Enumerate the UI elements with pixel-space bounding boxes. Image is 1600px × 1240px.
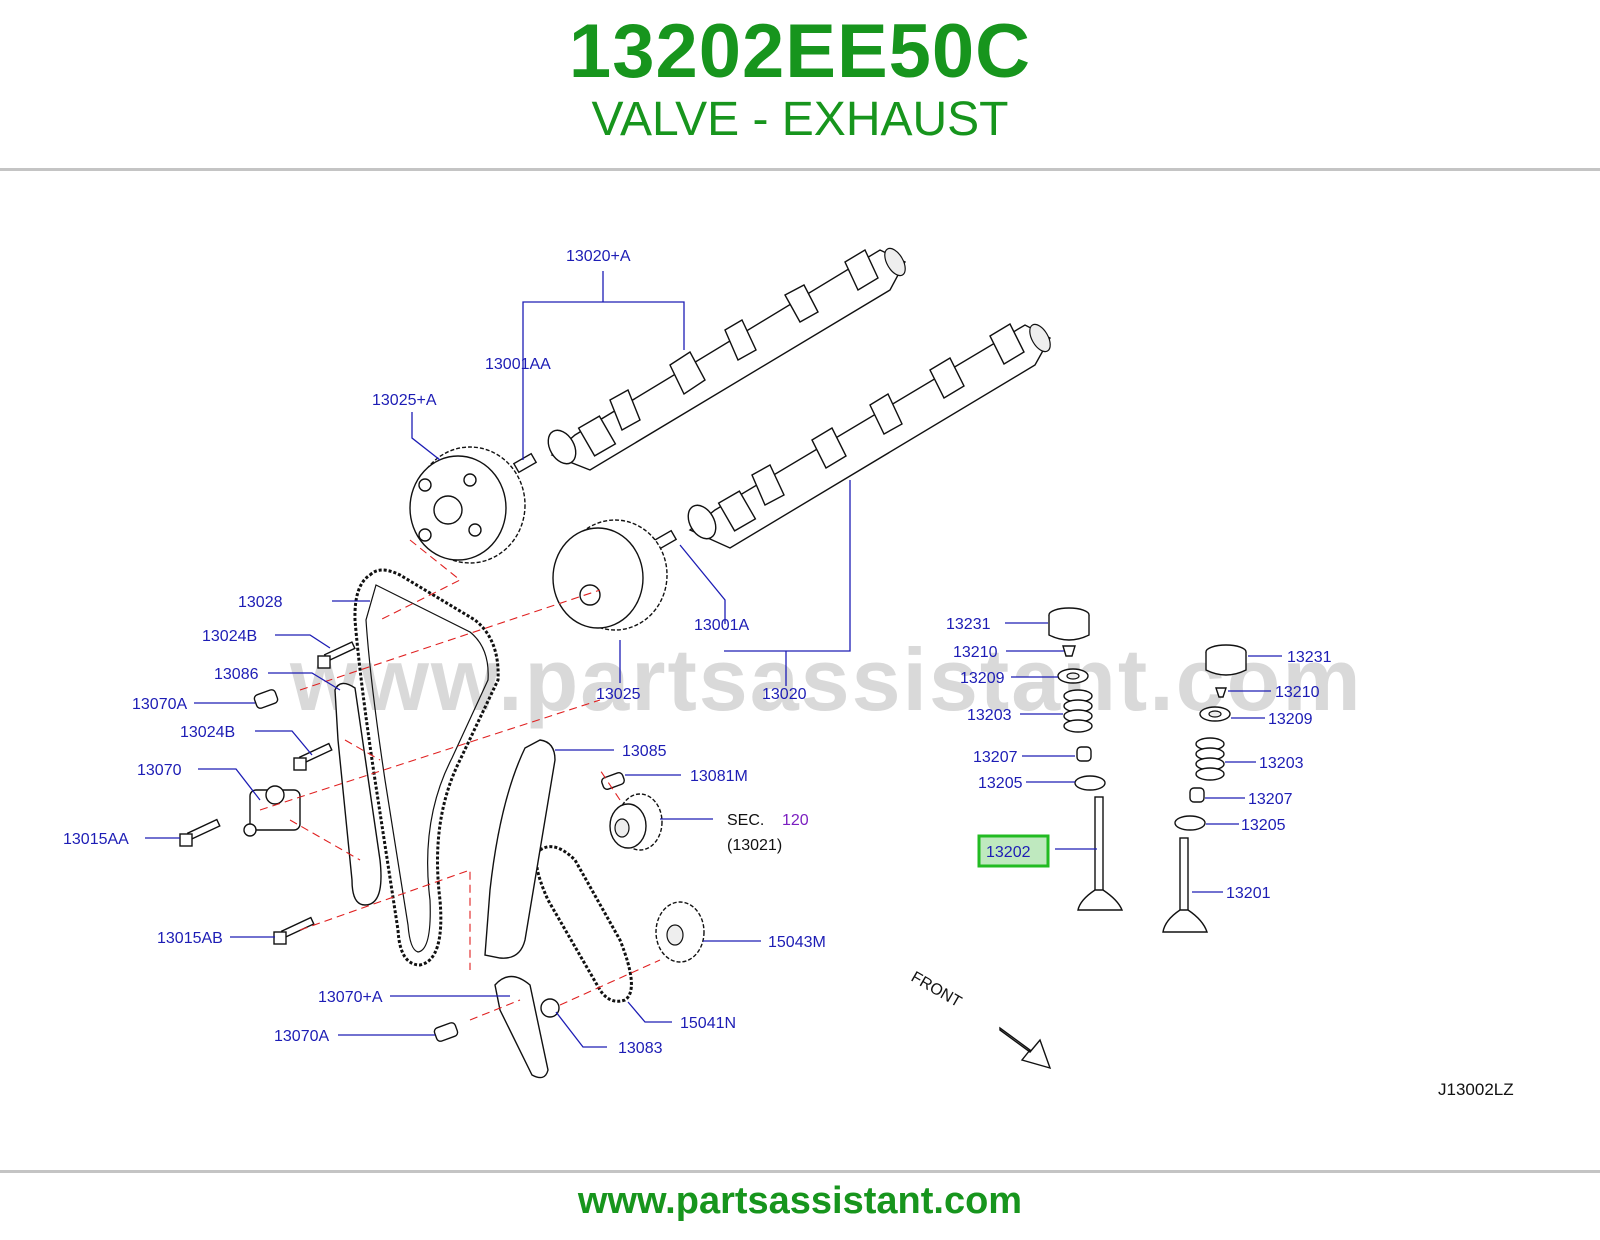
label-13209-1[interactable]: 13209 [960,670,1005,687]
chain-guide-13085 [484,739,556,959]
timing-chain-15041N [534,845,633,1003]
chain-guide-13086 [334,682,382,906]
label-13210-1[interactable]: 13210 [953,644,998,661]
label-13231-1[interactable]: 13231 [946,616,991,633]
bolt-13024B-1 [317,641,356,669]
label-13085[interactable]: 13085 [622,743,667,760]
bolt-13024B-2 [293,742,333,771]
timing-chain-inner [365,584,489,953]
diagram-code: J13002LZ [1438,1080,1514,1099]
bolt-13015AB [273,916,315,945]
sprocket-13025 [552,519,668,631]
timing-chain-13028 [353,568,500,967]
front-arrow-icon [999,1026,1052,1070]
label-13024B-2[interactable]: 13024B [180,724,235,741]
valve-train-right [1162,644,1247,933]
nut-13083 [540,998,560,1018]
bolt-13015AA [179,818,221,847]
label-13001AA[interactable]: 13001AA [485,356,551,373]
chain-tensioner-13070 [243,785,301,837]
highlight-box-13202 [977,834,1050,868]
watermark: www.partsassistant.com [289,630,1363,729]
pin-13070A-2 [433,1022,459,1042]
label-13207-1[interactable]: 13207 [973,749,1018,766]
tensioner-arm-13070A [494,975,549,1079]
label-13001A[interactable]: 13001A [694,617,749,634]
label-13070A-1[interactable]: 13070A [132,696,187,713]
label-13203-2[interactable]: 13203 [1259,755,1304,772]
label-13025A[interactable]: 13025+A [372,392,437,409]
front-label: FRONT [908,969,964,1011]
pin-13070A-1 [253,689,279,709]
label-13083[interactable]: 13083 [618,1040,663,1057]
label-13202[interactable]: 13202 [986,844,1031,861]
label-13015AB[interactable]: 13015AB [157,930,223,947]
label-13207-2[interactable]: 13207 [1248,791,1293,808]
camshaft-exhaust [547,247,906,471]
label-13020A[interactable]: 13020+A [566,248,631,265]
label-13070A-2[interactable]: 13070A [274,1028,329,1045]
label-13209-2[interactable]: 13209 [1268,711,1313,728]
label-13081M[interactable]: 13081M [690,768,748,785]
label-13203-1[interactable]: 13203 [967,707,1012,724]
label-13201[interactable]: 13201 [1226,885,1271,902]
page-header: 13202EE50C VALVE - EXHAUST [0,0,1600,170]
oil-pump-sprocket-15043M [655,901,705,963]
dowel-pin-13001AA [512,452,538,474]
label-13015AA[interactable]: 13015AA [63,831,129,848]
label-13086[interactable]: 13086 [214,666,259,683]
label-15043M[interactable]: 15043M [768,934,826,951]
label-13025[interactable]: 13025 [596,686,641,703]
label-13205-1[interactable]: 13205 [978,775,1023,792]
sec-sub-label: (13021) [727,837,782,854]
label-13028[interactable]: 13028 [238,594,283,611]
sec-number-link[interactable]: 120 [782,812,809,829]
label-13070[interactable]: 13070 [137,762,182,779]
label-13205-2[interactable]: 13205 [1241,817,1286,834]
label-13070plusA[interactable]: 13070+A [318,989,383,1006]
label-13231-2[interactable]: 13231 [1287,649,1332,666]
label-13020[interactable]: 13020 [762,686,807,703]
valve-train-left [1048,607,1124,911]
header-divider [0,168,1600,171]
footer-url[interactable]: www.partsassistant.com [577,1180,1023,1222]
crank-sprocket [609,793,663,851]
sprocket-13025A [409,446,526,564]
label-13024B-1[interactable]: 13024B [202,628,257,645]
part-name: VALVE - EXHAUST [591,93,1009,146]
camshaft-intake [687,323,1051,549]
sec-label: SEC. [727,812,764,829]
label-15041N[interactable]: 15041N [680,1015,736,1032]
pin-13081M [601,772,625,790]
part-number: 13202EE50C [568,9,1032,94]
footer-divider [0,1170,1600,1173]
label-13210-2[interactable]: 13210 [1275,684,1320,701]
